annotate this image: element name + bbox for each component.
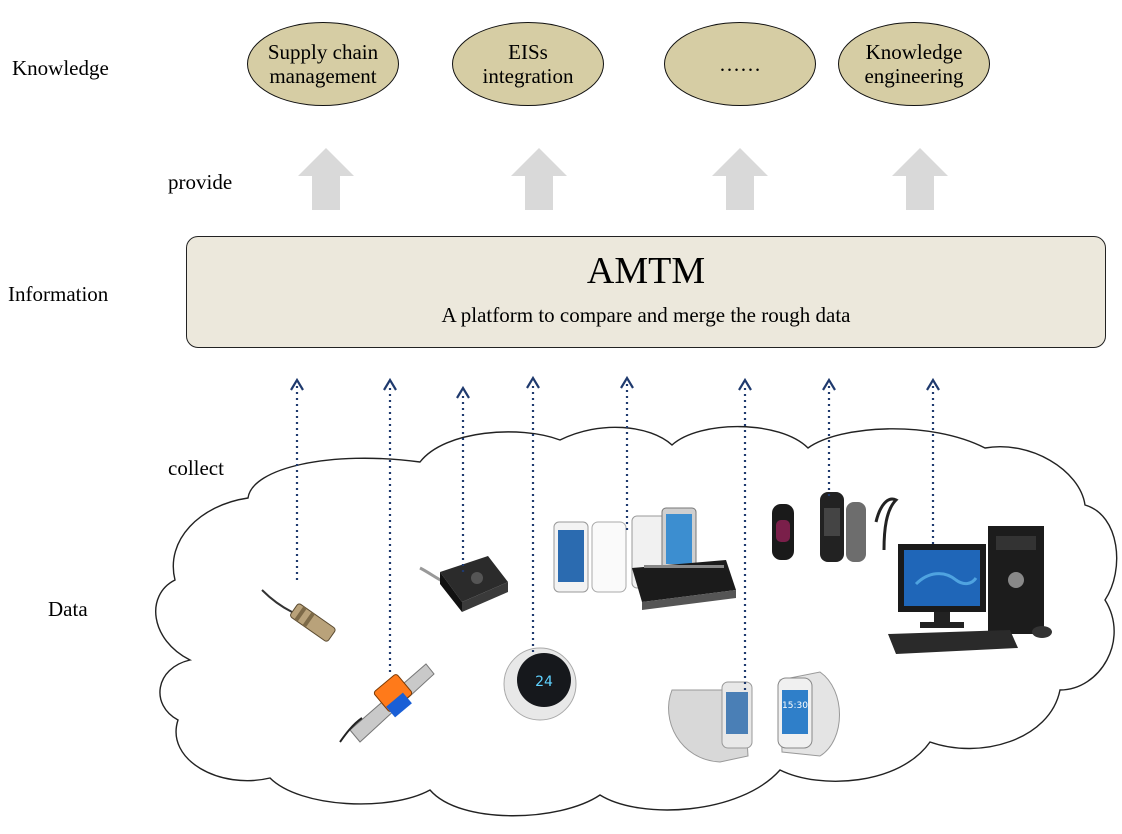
oval-line: integration: [482, 64, 574, 88]
oval-line: ……: [719, 52, 761, 76]
provide-arrow-icon: [892, 148, 948, 210]
layer-label-collect: collect: [168, 456, 224, 480]
oval-line: management: [269, 64, 377, 88]
svg-text:15:30: 15:30: [782, 701, 808, 711]
platform-title: AMTM: [586, 250, 706, 292]
provide-arrow-icon: [298, 148, 354, 210]
thermostat-icon: 24: [503, 647, 577, 721]
oval-line: engineering: [864, 64, 964, 88]
desktop-computer-icon: [888, 526, 1052, 654]
collect-arrow-icon: [383, 377, 397, 672]
square-sensor-icon: [419, 556, 508, 612]
current-sensor-icon: [339, 663, 435, 743]
collect-arrow-icon: [738, 377, 752, 690]
knowledge-oval-ellipsis: ……: [664, 22, 816, 106]
knowledge-oval-eiss-integration: EISs integration: [452, 22, 604, 106]
svg-text:24: 24: [535, 674, 553, 690]
layer-label-knowledge: Knowledge: [12, 56, 109, 80]
platform-subtitle: A platform to compare and merge the roug…: [441, 303, 851, 327]
layer-label-data: Data: [48, 597, 88, 621]
collect-arrow-icon: [822, 377, 836, 496]
collect-arrow-icon: [456, 385, 470, 572]
collect-arrow-icon: [620, 375, 634, 530]
collect-arrow-icon: [290, 377, 304, 580]
oval-line: Supply chain: [267, 40, 379, 64]
cloud-icon: [155, 425, 1118, 817]
oval-line: Knowledge: [865, 40, 963, 64]
layer-label-information: Information: [8, 282, 109, 306]
smartphones-icon: [553, 507, 736, 610]
provide-arrow-icon: [712, 148, 768, 210]
knowledge-oval-knowledge-engineering: Knowledge engineering: [838, 22, 990, 106]
collect-arrows: [290, 375, 940, 690]
provide-arrow-icon: [511, 148, 567, 210]
smartwatch-icon: 15:30: [668, 671, 840, 763]
knowledge-oval-supply-chain: Supply chain management: [247, 22, 399, 106]
proximity-sensor-icon: [261, 589, 336, 642]
fitness-trackers-icon: [772, 492, 899, 562]
amtm-platform-box: AMTM A platform to compare and merge the…: [186, 236, 1106, 348]
oval-line: EISs: [508, 40, 548, 64]
collect-arrow-icon: [526, 375, 540, 652]
layer-label-provide: provide: [168, 170, 233, 194]
collect-arrow-icon: [926, 377, 940, 544]
